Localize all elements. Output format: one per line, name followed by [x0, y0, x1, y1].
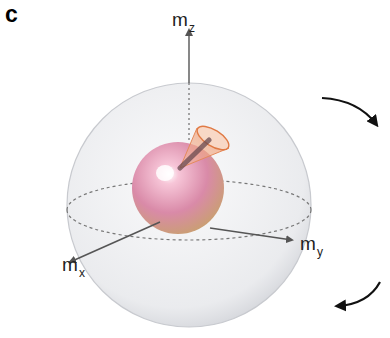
axis-subscript: x — [79, 267, 85, 279]
axis-label: m — [62, 255, 78, 274]
axis-subscript: z — [189, 22, 195, 34]
axis-label: m — [172, 10, 188, 29]
panel-letter: c — [5, 3, 18, 26]
axis-subscript: y — [317, 246, 323, 258]
axis-label: m — [300, 234, 316, 253]
